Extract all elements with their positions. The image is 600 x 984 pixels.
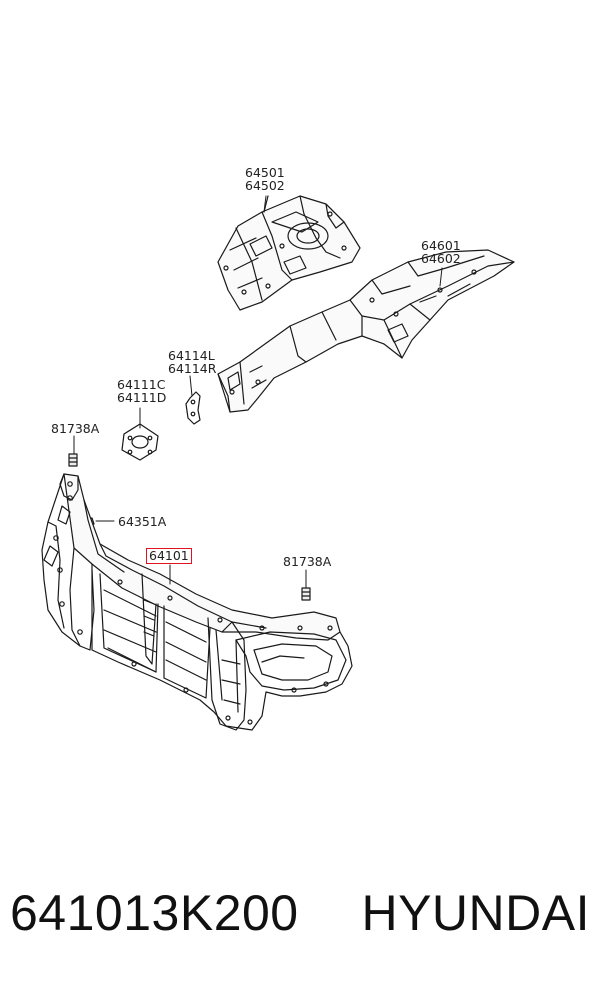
callout-line: 64351A bbox=[118, 514, 167, 529]
callout-81738A-right: 81738A bbox=[283, 555, 331, 568]
callout-line: 81738A bbox=[51, 421, 100, 436]
plate-part bbox=[121, 423, 159, 461]
highlighted-part-number: 64101 bbox=[146, 548, 192, 564]
callout-64601-64602: 64601 64602 bbox=[421, 239, 461, 265]
callout-line: 64111D bbox=[117, 390, 167, 405]
caption: 641013K200 HYUNDAI bbox=[10, 878, 590, 948]
caption-part-number: 641013K200 bbox=[10, 885, 299, 941]
callout-64114L-64114R: 64114L 64114R bbox=[168, 349, 216, 375]
callout-line: 64601 bbox=[421, 238, 461, 253]
front-end-carrier-part bbox=[41, 473, 353, 731]
caption-brand: HYUNDAI bbox=[361, 885, 590, 941]
callout-line: 64602 bbox=[421, 251, 461, 266]
grommet-right-part bbox=[301, 587, 311, 601]
side-member-part bbox=[217, 249, 515, 413]
callout-line: 81738A bbox=[283, 554, 332, 569]
callout-64351A: 64351A bbox=[118, 515, 166, 528]
callout-line: 64111C bbox=[117, 377, 166, 392]
callout-line: 64114R bbox=[168, 361, 217, 376]
grommet-left-part bbox=[68, 453, 78, 467]
callout-line: 64114L bbox=[168, 348, 215, 363]
callout-81738A-left: 81738A bbox=[51, 422, 99, 435]
callout-line: 64502 bbox=[245, 178, 285, 193]
fender-apron-part bbox=[217, 195, 361, 311]
callout-64101: 64101 bbox=[146, 548, 192, 564]
bracket-part bbox=[185, 391, 201, 425]
callout-64501-64502: 64501 64502 bbox=[245, 166, 285, 192]
leader-lines bbox=[73, 195, 443, 589]
callout-64111C-64111D: 64111C 64111D bbox=[117, 378, 166, 404]
callout-line: 64501 bbox=[245, 165, 285, 180]
